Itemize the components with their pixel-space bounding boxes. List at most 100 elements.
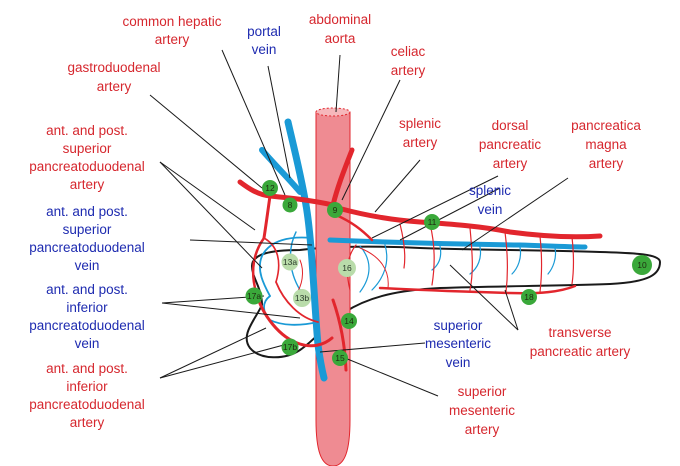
label-sup-pd-vein: ant. and post. superior pancreatoduodena… (29, 204, 145, 273)
svg-text:splenic: splenic (399, 116, 441, 131)
svg-text:11: 11 (428, 217, 437, 227)
svg-text:12: 12 (265, 183, 275, 193)
node-13b: 13b (293, 289, 311, 307)
svg-text:vein: vein (75, 336, 100, 351)
svg-text:transverse: transverse (548, 325, 611, 340)
svg-text:13b: 13b (295, 293, 309, 303)
label-inf-pd-vein: ant. and post. inferior pancreatoduodena… (29, 282, 145, 351)
svg-text:vein: vein (446, 355, 471, 370)
node-13a: 13a (281, 253, 299, 271)
svg-text:8: 8 (288, 200, 293, 210)
svg-text:pancreatica: pancreatica (571, 118, 641, 133)
svg-text:superior: superior (63, 222, 112, 237)
svg-text:mesenteric: mesenteric (449, 403, 515, 418)
label-sup-mesenteric-vein: superior mesenteric vein (425, 318, 491, 370)
svg-text:mesenteric: mesenteric (425, 336, 491, 351)
sup-mesenteric-vein (302, 201, 328, 382)
label-sup-mesenteric-artery: superior mesenteric artery (449, 384, 515, 437)
label-pancreatica-magna-artery: pancreatica magna artery (571, 118, 641, 171)
svg-text:vein: vein (478, 202, 503, 217)
portal-branch (259, 147, 303, 195)
svg-text:inferior: inferior (66, 379, 108, 394)
label-sup-pd-artery: ant. and post. superior pancreatoduodena… (29, 123, 145, 192)
arterial-system (237, 147, 603, 372)
splenic-artery (335, 205, 603, 240)
svg-text:pancreatic artery: pancreatic artery (530, 344, 631, 359)
node-15: 15 (332, 350, 348, 366)
svg-text:17a: 17a (247, 291, 261, 301)
label-portal-vein: portal vein (247, 24, 281, 57)
celiac-artery (330, 147, 355, 208)
svg-text:artery: artery (391, 63, 426, 78)
svg-text:artery: artery (70, 177, 105, 192)
svg-text:14: 14 (344, 316, 354, 326)
node-12: 12 (262, 180, 278, 196)
dorsal-pancreatic-artery (334, 213, 374, 242)
svg-text:pancreatic: pancreatic (479, 137, 542, 152)
label-transverse-pancreatic-artery: transverse pancreatic artery (530, 325, 631, 359)
svg-text:artery: artery (97, 79, 132, 94)
svg-text:portal: portal (247, 24, 281, 39)
svg-text:gastroduodenal: gastroduodenal (67, 60, 160, 75)
svg-text:pancreatoduodenal: pancreatoduodenal (29, 397, 145, 412)
svg-text:ant. and post.: ant. and post. (46, 204, 128, 219)
svg-text:vein: vein (75, 258, 100, 273)
label-inf-pd-artery: ant. and post. inferior pancreatoduodena… (29, 361, 145, 430)
label-splenic-artery: splenic artery (399, 116, 441, 150)
portal-vein (284, 118, 310, 209)
node-11: 11 (424, 214, 440, 230)
svg-text:superior: superior (434, 318, 483, 333)
svg-text:splenic: splenic (469, 183, 511, 198)
transverse-pancreatic-artery (378, 284, 577, 295)
svg-text:13a: 13a (283, 257, 297, 267)
label-celiac-artery: celiac artery (391, 44, 426, 78)
sup-pd-artery (252, 236, 266, 294)
node-8: 8 (282, 197, 298, 213)
svg-text:ant. and post.: ant. and post. (46, 282, 128, 297)
inf-pd-artery (254, 290, 334, 348)
svg-text:16: 16 (342, 263, 352, 273)
svg-text:artery: artery (403, 135, 438, 150)
node-17a: 17a (245, 287, 263, 305)
label-common-hepatic-artery: common hepatic artery (122, 14, 221, 47)
label-abdominal-aorta: abdominal aorta (309, 12, 371, 46)
svg-text:artery: artery (155, 32, 190, 47)
svg-text:ant. and post.: ant. and post. (46, 123, 128, 138)
node-14: 14 (341, 313, 357, 329)
svg-text:ant. and post.: ant. and post. (46, 361, 128, 376)
svg-text:vein: vein (252, 42, 277, 57)
numbered-nodes: 12 8 9 11 10 13a 16 13b (245, 180, 652, 366)
svg-text:10: 10 (637, 260, 647, 270)
node-17b: 17b (281, 338, 299, 356)
svg-text:15: 15 (335, 353, 345, 363)
label-splenic-vein: splenic vein (469, 183, 511, 217)
svg-text:celiac: celiac (391, 44, 426, 59)
svg-text:pancreatoduodenal: pancreatoduodenal (29, 159, 145, 174)
node-18: 18 (521, 289, 537, 305)
pancreas-outline (245, 245, 662, 359)
svg-text:artery: artery (589, 156, 624, 171)
svg-text:9: 9 (333, 205, 338, 215)
svg-text:superior: superior (458, 384, 507, 399)
gastroduodenal-artery (262, 194, 272, 240)
svg-text:superior: superior (63, 141, 112, 156)
svg-text:pancreatoduodenal: pancreatoduodenal (29, 240, 145, 255)
svg-text:dorsal: dorsal (492, 118, 529, 133)
svg-text:aorta: aorta (325, 31, 356, 46)
svg-text:artery: artery (465, 422, 500, 437)
svg-text:pancreatoduodenal: pancreatoduodenal (29, 318, 145, 333)
svg-text:abdominal: abdominal (309, 12, 371, 27)
node-9: 9 (327, 202, 343, 218)
label-gastroduodenal-artery: gastroduodenal artery (67, 60, 160, 94)
splenic-vein (327, 237, 588, 250)
svg-text:17b: 17b (283, 342, 297, 352)
svg-text:artery: artery (70, 415, 105, 430)
leader-lines (149, 49, 569, 397)
node-10: 10 (632, 255, 652, 275)
svg-text:18: 18 (524, 292, 534, 302)
svg-text:inferior: inferior (66, 300, 108, 315)
svg-text:magna: magna (585, 137, 627, 152)
label-dorsal-pancreatic-artery: dorsal pancreatic artery (479, 118, 542, 171)
node-16: 16 (338, 259, 356, 277)
